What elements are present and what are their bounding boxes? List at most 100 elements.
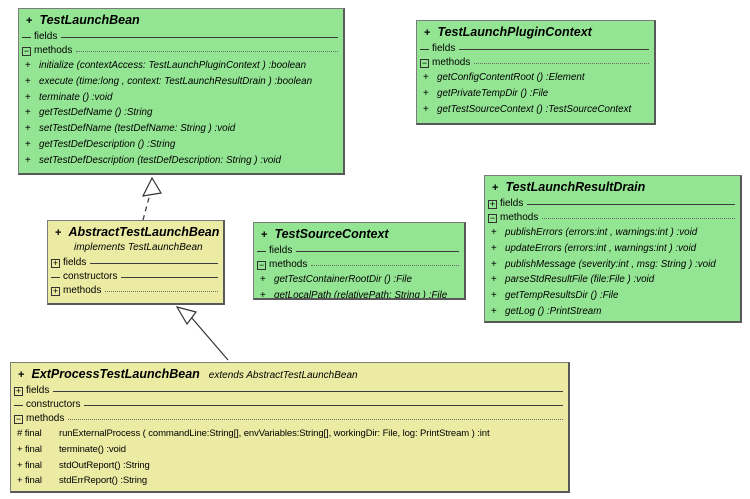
visibility-symbol: # final: [17, 428, 42, 439]
section-label: methods: [63, 285, 102, 296]
section-dash-icon: [22, 36, 31, 38]
section-divider: [84, 405, 563, 406]
section-dash-icon: [257, 250, 266, 252]
visibility-symbol: +: [260, 289, 266, 300]
method-signature: parseStdResultFile (file:File ) :void: [505, 274, 655, 286]
dashed-connector-line: [142, 193, 151, 221]
visibility-symbol: + final: [17, 443, 42, 455]
visibility-symbol: +: [491, 242, 497, 254]
method-signature: stdOutReport() :String: [59, 459, 150, 471]
section-dash-icon: [14, 404, 23, 406]
visibility-symbol: +: [424, 27, 431, 39]
method-row[interactable]: +setTestDefDescription (testDefDescripti…: [19, 153, 343, 169]
visibility-symbol: +: [25, 138, 31, 150]
class-name: TestLaunchBean: [39, 13, 140, 27]
section-label: fields: [500, 198, 524, 209]
section-dash-icon: [51, 276, 60, 278]
section-label: methods: [269, 259, 308, 270]
method-row[interactable]: +publishMessage (severity:int , msg: Str…: [485, 257, 740, 273]
visibility-symbol: +: [25, 154, 31, 166]
method-row[interactable]: + getLog () :PrintStream: [485, 304, 740, 320]
section-divider: [90, 263, 218, 264]
method-signature: getTestDefName () :String: [39, 107, 153, 119]
collapse-toggle-icon[interactable]: −: [420, 57, 429, 68]
implements-note: implements TestLaunchBean: [74, 242, 203, 253]
visibility-symbol: +: [25, 107, 31, 119]
method-row[interactable]: +terminate () :void: [19, 90, 343, 106]
method-row[interactable]: + setTestDefName (testDefName: String ) :…: [19, 121, 343, 137]
visibility-symbol: +: [25, 91, 31, 103]
section-label: fields: [63, 257, 87, 268]
visibility-symbol: +: [25, 75, 31, 87]
method-row[interactable]: + updateErrors (errors:int , warnings:int…: [485, 241, 740, 257]
method-signature: updateErrors (errors:int , warnings:int …: [505, 242, 697, 254]
method-signature: getTestSourceContext () :TestSourceConte…: [437, 103, 632, 115]
method-signature: getLog () :PrintStream: [505, 305, 602, 317]
section-divider: [459, 49, 649, 50]
expand-toggle-icon[interactable]: +: [51, 285, 60, 296]
method-row[interactable]: + getTestDefName () :String: [19, 105, 343, 121]
solid-connector-line: [190, 316, 229, 361]
method-row[interactable]: +getTempResultsDir () :File: [485, 288, 740, 304]
method-row[interactable]: + final stdOutReport() :String: [11, 458, 568, 474]
method-row[interactable]: + execute (time:long , context: TestLaunc…: [19, 74, 343, 90]
method-row[interactable]: +getPrivateTempDir () :File: [417, 86, 654, 102]
visibility-symbol: + final: [17, 459, 42, 471]
section-divider: [311, 265, 459, 266]
section-divider: [121, 277, 218, 278]
visibility-symbol: + final: [17, 475, 42, 487]
method-signature: execute (time:long , context: TestLaunch…: [39, 75, 313, 87]
section-label: constructors: [63, 271, 118, 282]
method-signature: setTestDefName (testDefName: String ) :v…: [39, 123, 236, 135]
section-methods: −methods: [485, 211, 740, 225]
collapse-toggle-icon[interactable]: −: [488, 212, 497, 223]
section-fields: fields: [254, 244, 464, 258]
method-row[interactable]: + getLocalPath (relativePath: String ) :F…: [254, 288, 464, 300]
hollow-triangle-arrowhead: [175, 306, 198, 326]
class-title-row: +TestLaunchBean: [19, 9, 343, 30]
expand-toggle-icon[interactable]: +: [14, 385, 23, 396]
method-row[interactable]: + parseStdResultFile (file:File ) :void: [485, 272, 740, 288]
section-divider: [53, 391, 563, 392]
collapse-toggle-icon[interactable]: −: [257, 259, 266, 270]
section-label: fields: [26, 385, 50, 396]
method-row[interactable]: +initialize (contextAccess: TestLaunchPl…: [19, 58, 343, 74]
method-row[interactable]: +getTestSourceContext () :TestSourceCont…: [417, 102, 654, 118]
section-methods: −methods: [417, 56, 654, 70]
visibility-symbol: +: [260, 274, 266, 285]
visibility-symbol: +: [25, 123, 31, 135]
section-fields: +fields: [11, 384, 568, 398]
visibility-symbol: +: [491, 274, 497, 286]
class-name: TestLaunchPluginContext: [437, 25, 592, 39]
section-label: fields: [34, 31, 58, 42]
expand-toggle-icon[interactable]: +: [488, 198, 497, 209]
extends-note: extends AbstractTestLaunchBean: [208, 370, 358, 381]
method-signature: getPrivateTempDir () :File: [437, 87, 549, 99]
section-fields: +fields: [48, 256, 223, 270]
method-row[interactable]: +getConfigContentRoot () :Element: [417, 70, 654, 86]
method-row[interactable]: +getTestContainerRootDir () :File: [254, 272, 464, 288]
section-divider: [76, 51, 338, 52]
section-label: methods: [34, 45, 73, 56]
method-row[interactable]: + getTestDefDescription () :String: [19, 137, 343, 153]
visibility-symbol: +: [491, 227, 497, 238]
method-row[interactable]: +publishErrors (errors:int , warnings:in…: [485, 225, 740, 241]
expand-toggle-icon[interactable]: +: [51, 257, 60, 268]
visibility-symbol: +: [491, 305, 497, 317]
method-signature: getTestDefDescription () :String: [39, 138, 176, 150]
method-signature: getLocalPath (relativePath: String ) :Fi…: [274, 289, 448, 300]
method-signature: publishMessage (severity:int , msg: Stri…: [505, 258, 716, 270]
collapse-toggle-icon[interactable]: −: [14, 413, 23, 424]
collapse-toggle-icon[interactable]: −: [22, 45, 31, 56]
section-divider: [105, 291, 218, 292]
class-box-test-launch-result-drain[interactable]: +TestLaunchResultDrain+fields−methods+pu…: [484, 175, 742, 323]
